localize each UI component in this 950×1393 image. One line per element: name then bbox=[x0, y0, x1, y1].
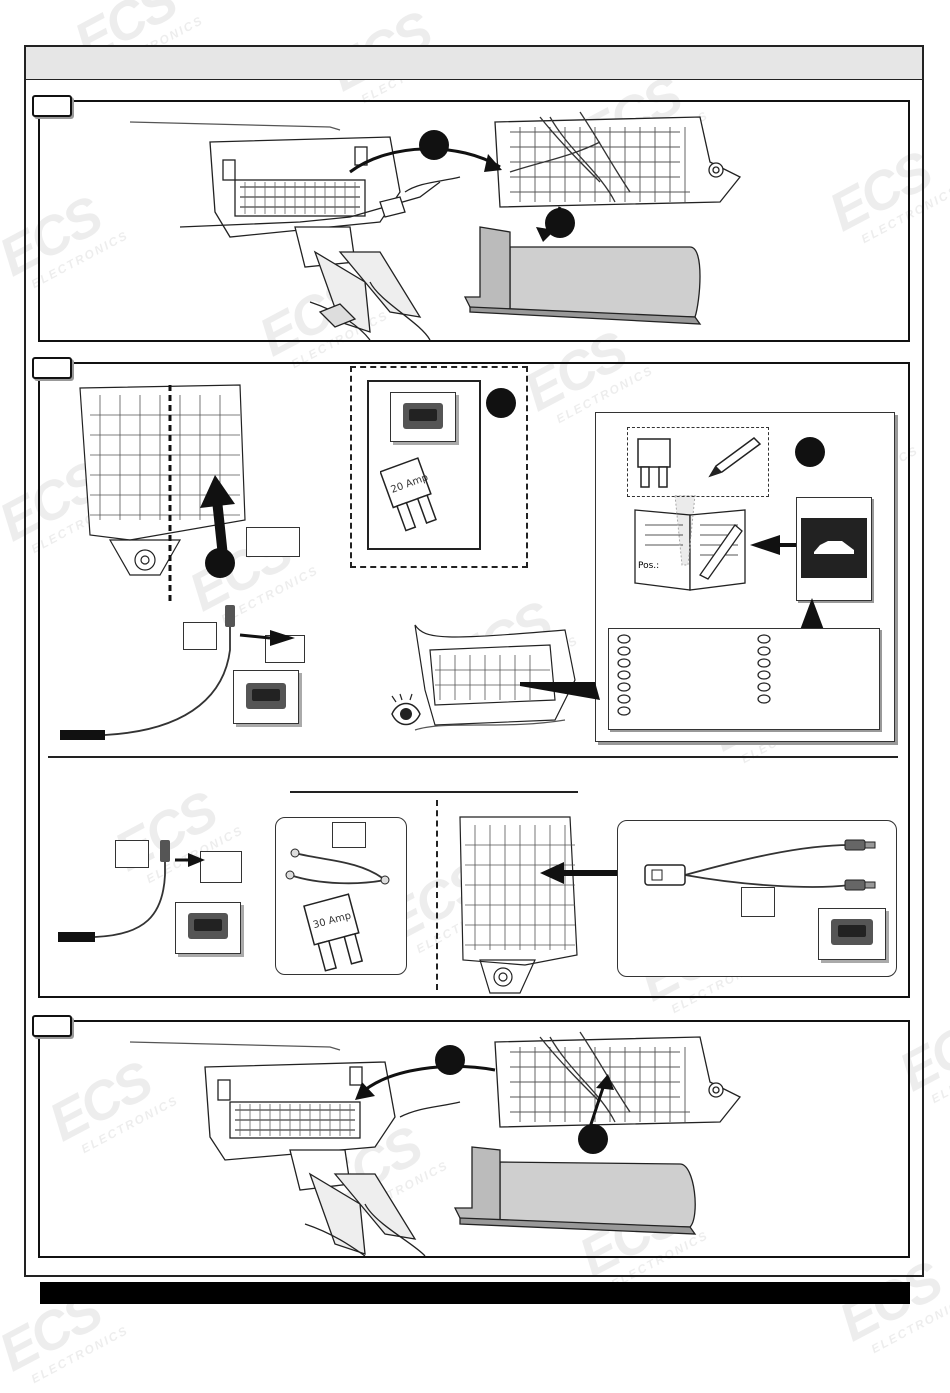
connector-label bbox=[115, 840, 149, 868]
header-band bbox=[26, 47, 922, 80]
arrow-icon bbox=[750, 535, 800, 555]
step-marker bbox=[205, 548, 235, 578]
jumper-wire bbox=[285, 848, 390, 885]
wire-connector bbox=[58, 840, 205, 942]
step-3-illustration bbox=[129, 1031, 742, 1256]
wire-connector bbox=[60, 605, 295, 740]
connector-label bbox=[332, 822, 366, 848]
connector-label bbox=[200, 851, 242, 883]
manual-position-label: Pos.: bbox=[638, 561, 659, 571]
eye-icon bbox=[391, 693, 421, 726]
page-frame bbox=[24, 45, 924, 1277]
step-3-tab bbox=[32, 1015, 72, 1037]
step-1-panel bbox=[38, 100, 910, 342]
footer-bar bbox=[40, 1282, 910, 1304]
fuse-icon: 20 Amp bbox=[380, 457, 437, 532]
connector-label bbox=[246, 527, 300, 557]
sub-divider bbox=[290, 791, 578, 793]
fuse-icon bbox=[818, 908, 886, 960]
manual-book: Pos.: bbox=[634, 495, 746, 591]
step-3-panel bbox=[38, 1020, 910, 1258]
step-marker bbox=[578, 1124, 608, 1154]
manual-cover bbox=[796, 497, 872, 601]
arrow-icon bbox=[800, 598, 824, 630]
fuse-position-markers bbox=[617, 634, 771, 716]
dashboard-fuse-panel bbox=[414, 624, 600, 731]
fuse-box-diagram bbox=[459, 816, 578, 994]
step-2-tab bbox=[32, 357, 72, 379]
step-marker bbox=[435, 1045, 465, 1075]
fuse-icon bbox=[175, 902, 241, 954]
step-marker bbox=[795, 437, 825, 467]
tool-group bbox=[627, 427, 769, 497]
step-marker bbox=[545, 208, 575, 238]
step-1-illustration bbox=[129, 111, 742, 340]
fuse-icon bbox=[233, 670, 299, 724]
vertical-dashed-divider bbox=[436, 800, 438, 990]
step-2-panel bbox=[38, 362, 910, 998]
step-1-tab bbox=[32, 95, 72, 117]
add-a-circuit-wire bbox=[644, 839, 876, 891]
fuse-position-list bbox=[608, 628, 880, 730]
fuse-icon: 30 Amp bbox=[303, 893, 364, 972]
step-marker bbox=[419, 130, 449, 160]
pen-icon bbox=[708, 437, 762, 478]
fuse-selection-group bbox=[350, 366, 528, 568]
connector-label bbox=[183, 622, 217, 650]
step-marker bbox=[486, 388, 516, 418]
connector-label bbox=[741, 887, 775, 917]
fuse-icon bbox=[637, 438, 671, 488]
car-icon bbox=[814, 541, 854, 554]
section-divider bbox=[48, 756, 898, 758]
fuse-icon bbox=[390, 392, 456, 442]
